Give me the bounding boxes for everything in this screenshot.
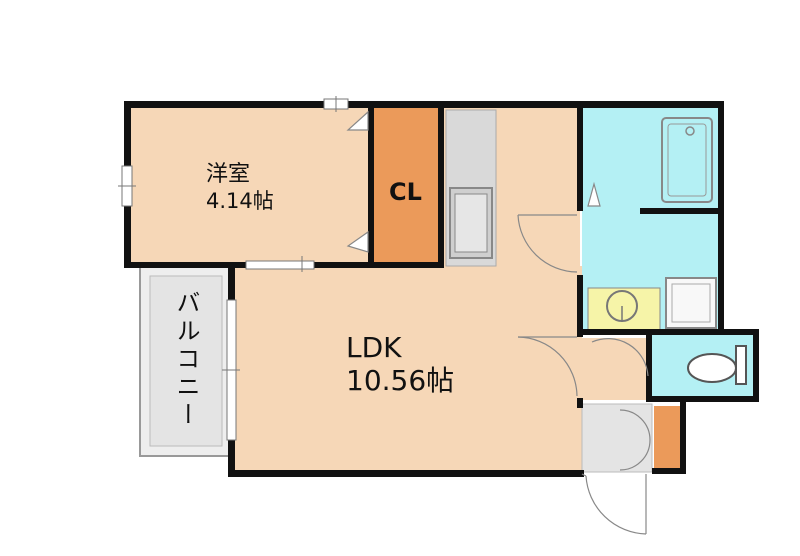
bathtub-icon bbox=[661, 117, 713, 203]
closet-label: CL bbox=[389, 178, 422, 206]
windows bbox=[118, 96, 349, 441]
toilet bbox=[652, 332, 756, 398]
washing-machine-icon bbox=[665, 277, 717, 329]
balcony bbox=[139, 265, 233, 457]
western-room-size: 4.14帖 bbox=[206, 189, 274, 213]
western-room-floor bbox=[128, 106, 372, 266]
toilet-icon bbox=[687, 353, 737, 383]
closet bbox=[374, 106, 440, 266]
kitchen-counter bbox=[445, 109, 497, 267]
balcony-label: バルコニー bbox=[172, 290, 200, 430]
ldk-size: 10.56帖 bbox=[346, 364, 454, 397]
western-room-name: 洋室 bbox=[206, 162, 250, 187]
storage-small bbox=[582, 338, 648, 400]
entrance bbox=[581, 403, 680, 473]
washroom bbox=[582, 212, 720, 333]
ldk-name: LDK bbox=[346, 331, 402, 364]
shoe-cabinet bbox=[654, 406, 680, 470]
bathroom bbox=[582, 106, 720, 212]
doors bbox=[346, 110, 651, 535]
